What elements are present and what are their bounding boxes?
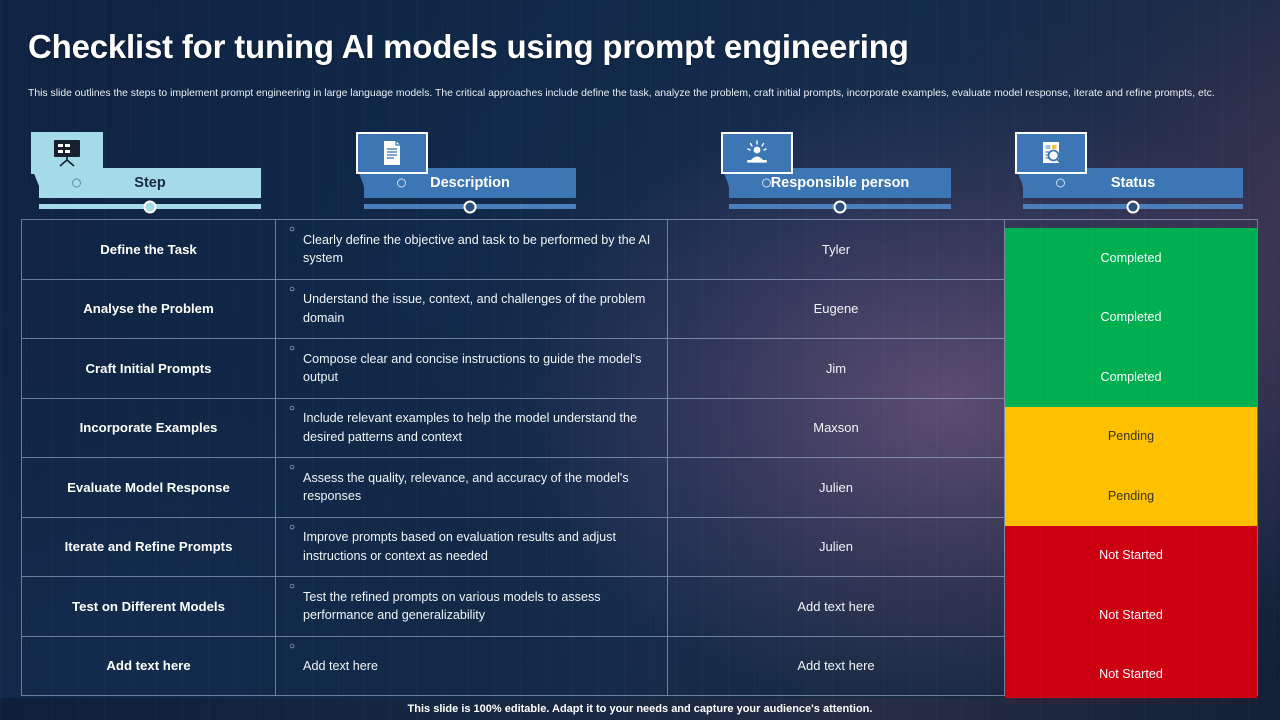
status-badge: Pending <box>1005 406 1257 466</box>
status-badge: Completed <box>1005 287 1257 347</box>
status-badge: Pending <box>1005 466 1257 526</box>
bullet-icon: ○ <box>289 402 296 414</box>
presentation-board-icon <box>31 132 103 174</box>
header-progress-knob-step[interactable] <box>143 200 157 213</box>
cell-description: ○ Add text here <box>276 636 668 695</box>
status-badge: Completed <box>1005 347 1257 407</box>
header-label-status: Status <box>1110 175 1156 191</box>
cell-description-text: Assess the quality, relevance, and accur… <box>303 470 629 504</box>
cell-description-text: Compose clear and concise instructions t… <box>303 351 642 385</box>
bullet-icon: ○ <box>289 640 296 652</box>
bullet-icon: ○ <box>289 521 296 533</box>
checklist-table: Define the Task ○ Clearly define the objec… <box>21 219 1258 704</box>
cell-description-text: Understand the issue, context, and chall… <box>303 292 646 325</box>
table-row: Analyse the Problem ○ Understand the issue… <box>22 279 1257 347</box>
cell-step: Iterate and Refine Prompts <box>22 517 276 576</box>
cell-description: ○ Test the refined prompts on various mod… <box>276 577 668 636</box>
cell-step: Add text here <box>22 636 276 695</box>
cell-responsible-person: Julien <box>668 458 1005 517</box>
table-row: Craft Initial Prompts ○ Compose clear and … <box>22 339 1257 407</box>
cell-step: Test on Different Models <box>22 577 276 636</box>
footer-note: This slide is 100% editable. Adapt it to… <box>0 698 1280 720</box>
cell-step: Evaluate Model Response <box>22 458 276 517</box>
header-pill-responsible-person[interactable]: Responsible person <box>729 168 951 198</box>
cell-description-text: Improve prompts based on evaluation resu… <box>303 530 616 563</box>
header-progress-bar-status[interactable] <box>1023 200 1243 213</box>
header-label-description: Description <box>430 175 510 191</box>
cell-description: ○ Improve prompts based on evaluation res… <box>276 517 668 576</box>
cell-description: ○ Compose clear and concise instructions … <box>276 339 668 398</box>
table-row: Evaluate Model Response ○ Assess the quali… <box>22 458 1257 526</box>
cell-responsible-person: Maxson <box>668 398 1005 457</box>
cell-responsible-person: Tyler <box>668 220 1005 279</box>
header-dot-status <box>1056 178 1065 188</box>
header-dot-step <box>72 178 81 188</box>
cell-description: ○ Assess the quality, relevance, and accu… <box>276 458 668 517</box>
header-progress-bar-description[interactable] <box>364 200 576 213</box>
status-badge: Not Started <box>1005 644 1257 704</box>
bullet-icon: ○ <box>289 581 296 592</box>
cell-description-text: Clearly define the objective and task to… <box>303 232 651 266</box>
header-progress-knob-responsible-person[interactable] <box>833 200 847 213</box>
cell-step: Analyse the Problem <box>22 279 276 338</box>
cell-responsible-person: Eugene <box>668 279 1005 338</box>
document-icon <box>356 132 428 174</box>
cell-description-text: Add text here <box>303 658 378 673</box>
page-subtitle: This slide outlines the steps to impleme… <box>28 88 1215 99</box>
header-progress-knob-status[interactable] <box>1126 200 1140 213</box>
bullet-icon: ○ <box>289 283 296 295</box>
cell-description: ○ Understand the issue, context, and chal… <box>276 279 668 338</box>
header-progress-bar-responsible-person[interactable] <box>729 200 951 213</box>
header-label-responsible-person: Responsible person <box>770 175 910 191</box>
table-row: Add text here ○ Add text here Add text here… <box>22 636 1257 704</box>
status-badge: Not Started <box>1005 525 1257 585</box>
cell-description-text: Test the refined prompts on various mode… <box>303 589 601 623</box>
cell-responsible-person: Add text here <box>668 636 1005 695</box>
person-service-icon <box>721 132 793 174</box>
cell-description: ○ Clearly define the objective and task t… <box>276 220 668 279</box>
table-row: Iterate and Refine Prompts ○ Improve promp… <box>22 517 1257 585</box>
page-title: Checklist for tuning AI models using pro… <box>28 28 909 65</box>
bullet-icon: ○ <box>289 224 296 235</box>
cell-step: Incorporate Examples <box>22 398 276 457</box>
cell-description: ○ Include relevant examples to help the m… <box>276 398 668 457</box>
table-row: Incorporate Examples ○ Include relevant ex… <box>22 398 1257 466</box>
cell-responsible-person: Add text here <box>668 577 1005 636</box>
cell-step: Define the Task <box>22 220 276 279</box>
header-label-step: Step <box>134 175 166 191</box>
bullet-icon: ○ <box>289 343 296 354</box>
status-badge: Not Started <box>1005 585 1257 645</box>
header-progress-bar-step[interactable] <box>39 200 261 213</box>
header-dot-description <box>397 178 406 188</box>
status-badge: Completed <box>1005 228 1257 288</box>
header-dot-responsible-person <box>762 178 771 188</box>
cell-description-text: Include relevant examples to help the mo… <box>303 411 637 444</box>
cell-responsible-person: Julien <box>668 517 1005 576</box>
table-row: Define the Task ○ Clearly define the objec… <box>22 220 1257 288</box>
cell-step: Craft Initial Prompts <box>22 339 276 398</box>
report-search-icon <box>1015 132 1087 174</box>
header-progress-knob-description[interactable] <box>463 200 477 213</box>
table-row: Test on Different Models ○ Test the refine… <box>22 577 1257 645</box>
bullet-icon: ○ <box>289 462 296 473</box>
cell-responsible-person: Jim <box>668 339 1005 398</box>
